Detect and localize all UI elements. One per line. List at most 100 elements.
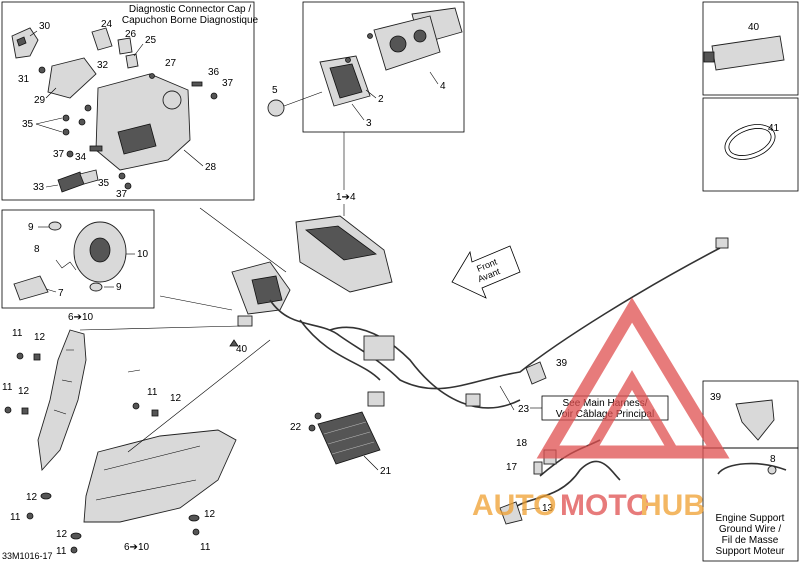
callout-12-b: 12 [18,386,30,397]
ignition-switch-body [117,123,157,155]
callout-33: 33 [33,182,45,193]
headlight-box-frame [1,209,155,309]
callout-30: 30 [39,21,51,32]
ignition-housing-part [95,73,191,171]
terminal-part [125,53,139,69]
callout-11-e: 11 [56,546,67,557]
callout-13: 13 [542,503,554,514]
callout-11-c: 11 [147,387,158,398]
callout-35-left: 35 [22,119,34,130]
callout-3: 3 [366,118,372,129]
callout-12-e: 12 [56,529,68,540]
engine-support-line4: Support Moteur [716,546,786,557]
front-direction-arrow: Front Avant [451,245,521,299]
right-headlamp-housing [83,429,237,523]
diagnostic-connector-group: Diagnostic Connector Cap / Capuchon Born… [1,1,259,201]
connector-40 [237,315,253,327]
ground-wire-box-frame [702,447,799,562]
bulb-9-bottom [89,282,103,292]
headlight-group: 10 9 8 7 9 6➔10 [1,209,155,323]
clip-39 [525,361,547,385]
bracket-part [47,57,97,99]
screw-31 [38,66,46,74]
callout-12-c: 12 [170,393,182,404]
watermark-triangle-inner [581,370,683,457]
ground-wire-callout: 8 [770,454,776,465]
callout-17: 17 [506,462,518,473]
callout-12-right: 12 [204,509,216,520]
callout-40-box: 40 [748,22,760,33]
callout-40-harness: 40 [236,344,248,355]
callout-29: 29 [34,95,46,106]
harness-junction-part [363,335,395,361]
left-headlamp-housing [37,329,87,472]
bolt-36 [191,81,203,87]
callout-25: 25 [145,35,157,46]
ground-wire-group: 39 8 Engine Support Ground Wire / Fil de… [702,380,799,562]
callout-11-b: 11 [2,382,13,393]
wire-clip-part [735,399,775,441]
callout-36: 36 [208,67,220,78]
callout-2: 2 [378,94,384,105]
callout-28: 28 [205,162,217,173]
callout-41: 41 [768,123,780,134]
callout-39-box: 39 [710,392,722,403]
callout-8: 8 [34,244,40,255]
voltage-regulator-group: 21 22 [290,411,392,477]
callout-37-right: 37 [222,78,234,89]
watermark-moto: MOTO [560,489,649,522]
nut-37-right [210,92,218,100]
drawing-code: 33M1016-17 [2,551,53,561]
callout-37-left: 37 [53,149,65,160]
headlight-bulb-part [13,275,49,301]
harness-end-connector [715,237,729,249]
nut-37-left [66,150,74,158]
callout-18: 18 [516,438,528,449]
callout-35-bottom: 35 [98,178,110,189]
diagnostic-title-line1: Diagnostic Connector Cap / [129,4,252,15]
small-connector-part [117,37,133,55]
headlamp-assemblies: 11 12 11 12 11 12 12 11 12 11 12 11 6➔10 [2,328,237,557]
callout-6to10-bottom: 6➔10 [124,542,150,553]
bolt-34 [89,145,103,152]
watermark-auto: AUTO [472,489,556,522]
main-harness-line1: See Main Harness/ [562,398,647,409]
callout-4: 4 [440,81,446,92]
callout-5: 5 [272,85,278,96]
callout-9-top: 9 [28,222,34,233]
callout-21: 21 [380,466,392,477]
callout-26: 26 [125,29,137,40]
main-harness-line2: Voir Câblage Principal [556,409,654,420]
callout-32: 32 [97,60,109,71]
callout-34: 34 [75,152,87,163]
callout-1to4: 1➔4 [336,192,356,203]
gauge-sensor-5 [267,99,285,117]
callout-6to10-top: 6➔10 [68,312,94,323]
engine-support-line1: Engine Support [716,513,785,524]
gauge-box-frame [302,1,465,133]
callout-7: 7 [58,288,64,299]
harness-plug-part [367,391,385,407]
gauge-group: 4 2 3 5 [267,1,465,133]
watermark-logo: AUTO MOTO HUB [472,297,730,522]
sealant-group: 40 [702,1,799,96]
clamp-ring-part [724,124,776,160]
callout-9-bottom: 9 [116,282,122,293]
screw-27 [149,73,155,79]
cap-detail [16,36,27,47]
sealant-box-frame [702,1,799,96]
watermark-hub: HUB [640,489,705,522]
gauge-cluster-part [373,15,441,71]
callout-12-a: 12 [34,332,46,343]
diagnostic-title-line2: Capuchon Borne Diagnostique [122,15,259,26]
spring-clip-8 [55,259,77,271]
sealant-tube-part [711,35,785,71]
sensor-plug-17 [533,461,543,475]
engine-support-line2: Ground Wire / [719,524,781,535]
harness-side-plug [465,393,481,407]
clamp-group: 41 [702,97,799,192]
callout-39-harness: 39 [556,358,568,369]
callout-10: 10 [137,249,149,260]
bulb-9-top [48,221,62,231]
